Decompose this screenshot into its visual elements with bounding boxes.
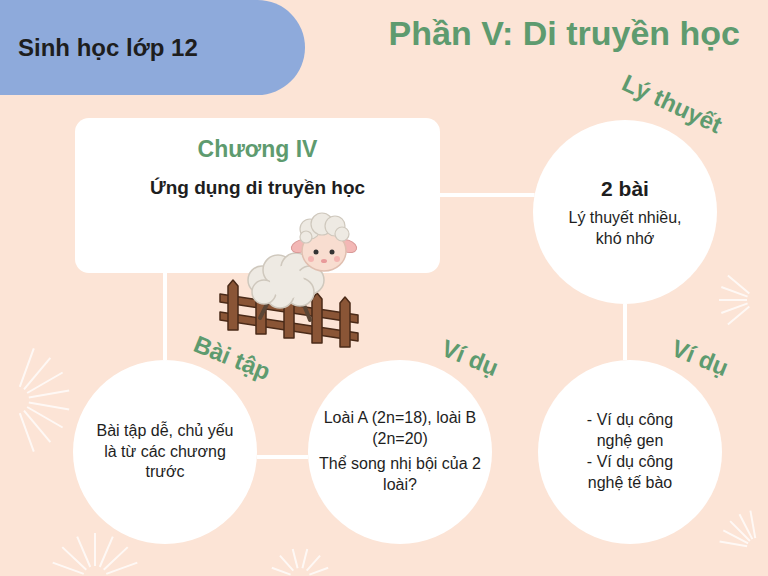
subject-tab: Sinh học lớp 12: [0, 0, 305, 95]
text-area: Sinh học lớp 12: [0, 0, 198, 95]
node-text: Loài A (2n=18), loài B (2n=20): [318, 408, 483, 450]
sun-ray: [29, 390, 69, 397]
text-area: - Ví dụ công nghệ gen- Ví dụ công nghệ t…: [568, 410, 693, 493]
sun-ray: [730, 521, 750, 541]
node-text: Thể song nhị bội của 2 loài?: [318, 454, 483, 496]
node-text: Bài tập dễ, chủ yếu là từ các chương trư…: [95, 421, 235, 483]
text-area: 2 bài Lý thuyết nhiều, khó nhớ: [555, 175, 695, 250]
sheep-body: [248, 253, 324, 308]
example-circle: - Ví dụ công nghệ gen- Ví dụ công nghệ t…: [538, 360, 722, 544]
sun-ray: [739, 514, 752, 539]
circle-fill: [308, 360, 492, 544]
text-area: Loài A (2n=18), loài B (2n=20)Thể song n…: [318, 408, 483, 495]
sun-ray: [20, 413, 34, 452]
circle-fill: [538, 360, 722, 544]
sun-ray: [27, 407, 63, 428]
sun-ray: [27, 373, 63, 394]
connector-line: [257, 455, 308, 459]
circle-outline: [308, 360, 492, 544]
sun-ray: [750, 511, 755, 539]
sun-ray: [309, 568, 328, 575]
sun-ray: [280, 556, 293, 571]
sun-ray: [272, 568, 291, 575]
sun-ray: [719, 299, 747, 301]
node-text: - Ví dụ công nghệ tế bào: [568, 452, 693, 494]
sun-ray: [293, 549, 298, 568]
sun-ray: [302, 549, 307, 568]
node-text: - Ví dụ công nghệ gen: [568, 410, 693, 452]
sun-ray: [720, 541, 748, 546]
sun-ray: [728, 276, 749, 294]
node-heading: Chương IV: [198, 136, 318, 163]
page-title: Phần V: Di truyền học: [389, 14, 740, 53]
circle-outline: [538, 360, 722, 544]
example-circle: Loài A (2n=18), loài B (2n=20)Thể song n…: [308, 360, 492, 544]
sun-ray: [29, 402, 69, 409]
sun-ray: [723, 530, 748, 543]
node-text: Ứng dụng di truyền học: [150, 177, 365, 199]
node-text: 2 bài: [555, 175, 695, 202]
text-area: Chương IV Ứng dụng di truyền học: [75, 118, 440, 199]
connector-line: [440, 193, 535, 197]
text-area: Bài tập dễ, chủ yếu là từ các chương trư…: [95, 421, 235, 483]
sun-ray: [721, 303, 747, 313]
circle-fill: [533, 120, 717, 304]
sun-ray: [106, 563, 137, 574]
node-text: Lý thuyết nhiều, khó nhớ: [555, 208, 695, 250]
connector-line: [163, 273, 167, 360]
sun-ray: [77, 537, 90, 567]
exercise-circle: Bài tập dễ, chủ yếu là từ các chương trư…: [73, 360, 257, 544]
sheep-head: [290, 213, 359, 271]
box-fill: [75, 118, 440, 273]
tab-fill: [0, 0, 305, 95]
sun-ray: [94, 533, 96, 566]
connector-line: [623, 304, 627, 360]
chapter-box: Chương IV Ứng dụng di truyền học: [75, 118, 440, 273]
sun-ray: [24, 358, 50, 389]
sun-ray: [307, 556, 320, 571]
theory-circle: 2 bàiLý thuyết nhiều, khó nhớLý thuyết: [533, 120, 717, 304]
circle-fill: [73, 360, 257, 544]
node-heading: Sinh học lớp 12: [18, 34, 198, 62]
